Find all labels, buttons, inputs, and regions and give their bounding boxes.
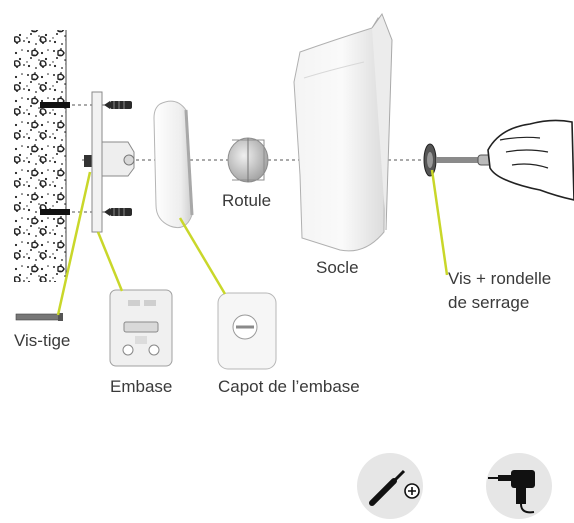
capot-front-view bbox=[217, 292, 277, 370]
wall bbox=[14, 30, 67, 282]
tightening-screw-washer bbox=[423, 143, 480, 177]
label-de-serrage: de serrage bbox=[448, 293, 530, 312]
socle-bracket bbox=[293, 12, 393, 252]
embase-side-view bbox=[91, 91, 135, 233]
embase-screws bbox=[104, 101, 132, 216]
alignment-lines bbox=[66, 104, 440, 213]
vis-tige-part bbox=[15, 313, 63, 321]
power-drill-icon bbox=[486, 453, 552, 519]
label-vis-rondelle: Vis + rondelle bbox=[448, 269, 552, 288]
label-capot: Capot de l’embase bbox=[218, 377, 360, 396]
rotule-ball bbox=[227, 137, 269, 183]
wall-plugs bbox=[40, 102, 92, 215]
label-socle: Socle bbox=[316, 258, 359, 277]
label-embase: Embase bbox=[110, 377, 173, 396]
hand-with-screwdriver bbox=[477, 119, 574, 201]
label-rotule: Rotule bbox=[222, 191, 272, 210]
embase-front-view bbox=[109, 289, 173, 367]
capot-side-view bbox=[153, 100, 194, 229]
leader-lines bbox=[56, 169, 449, 316]
label-vis-tige: Vis-tige bbox=[14, 331, 71, 350]
screwdriver-phillips-icon bbox=[357, 453, 423, 519]
